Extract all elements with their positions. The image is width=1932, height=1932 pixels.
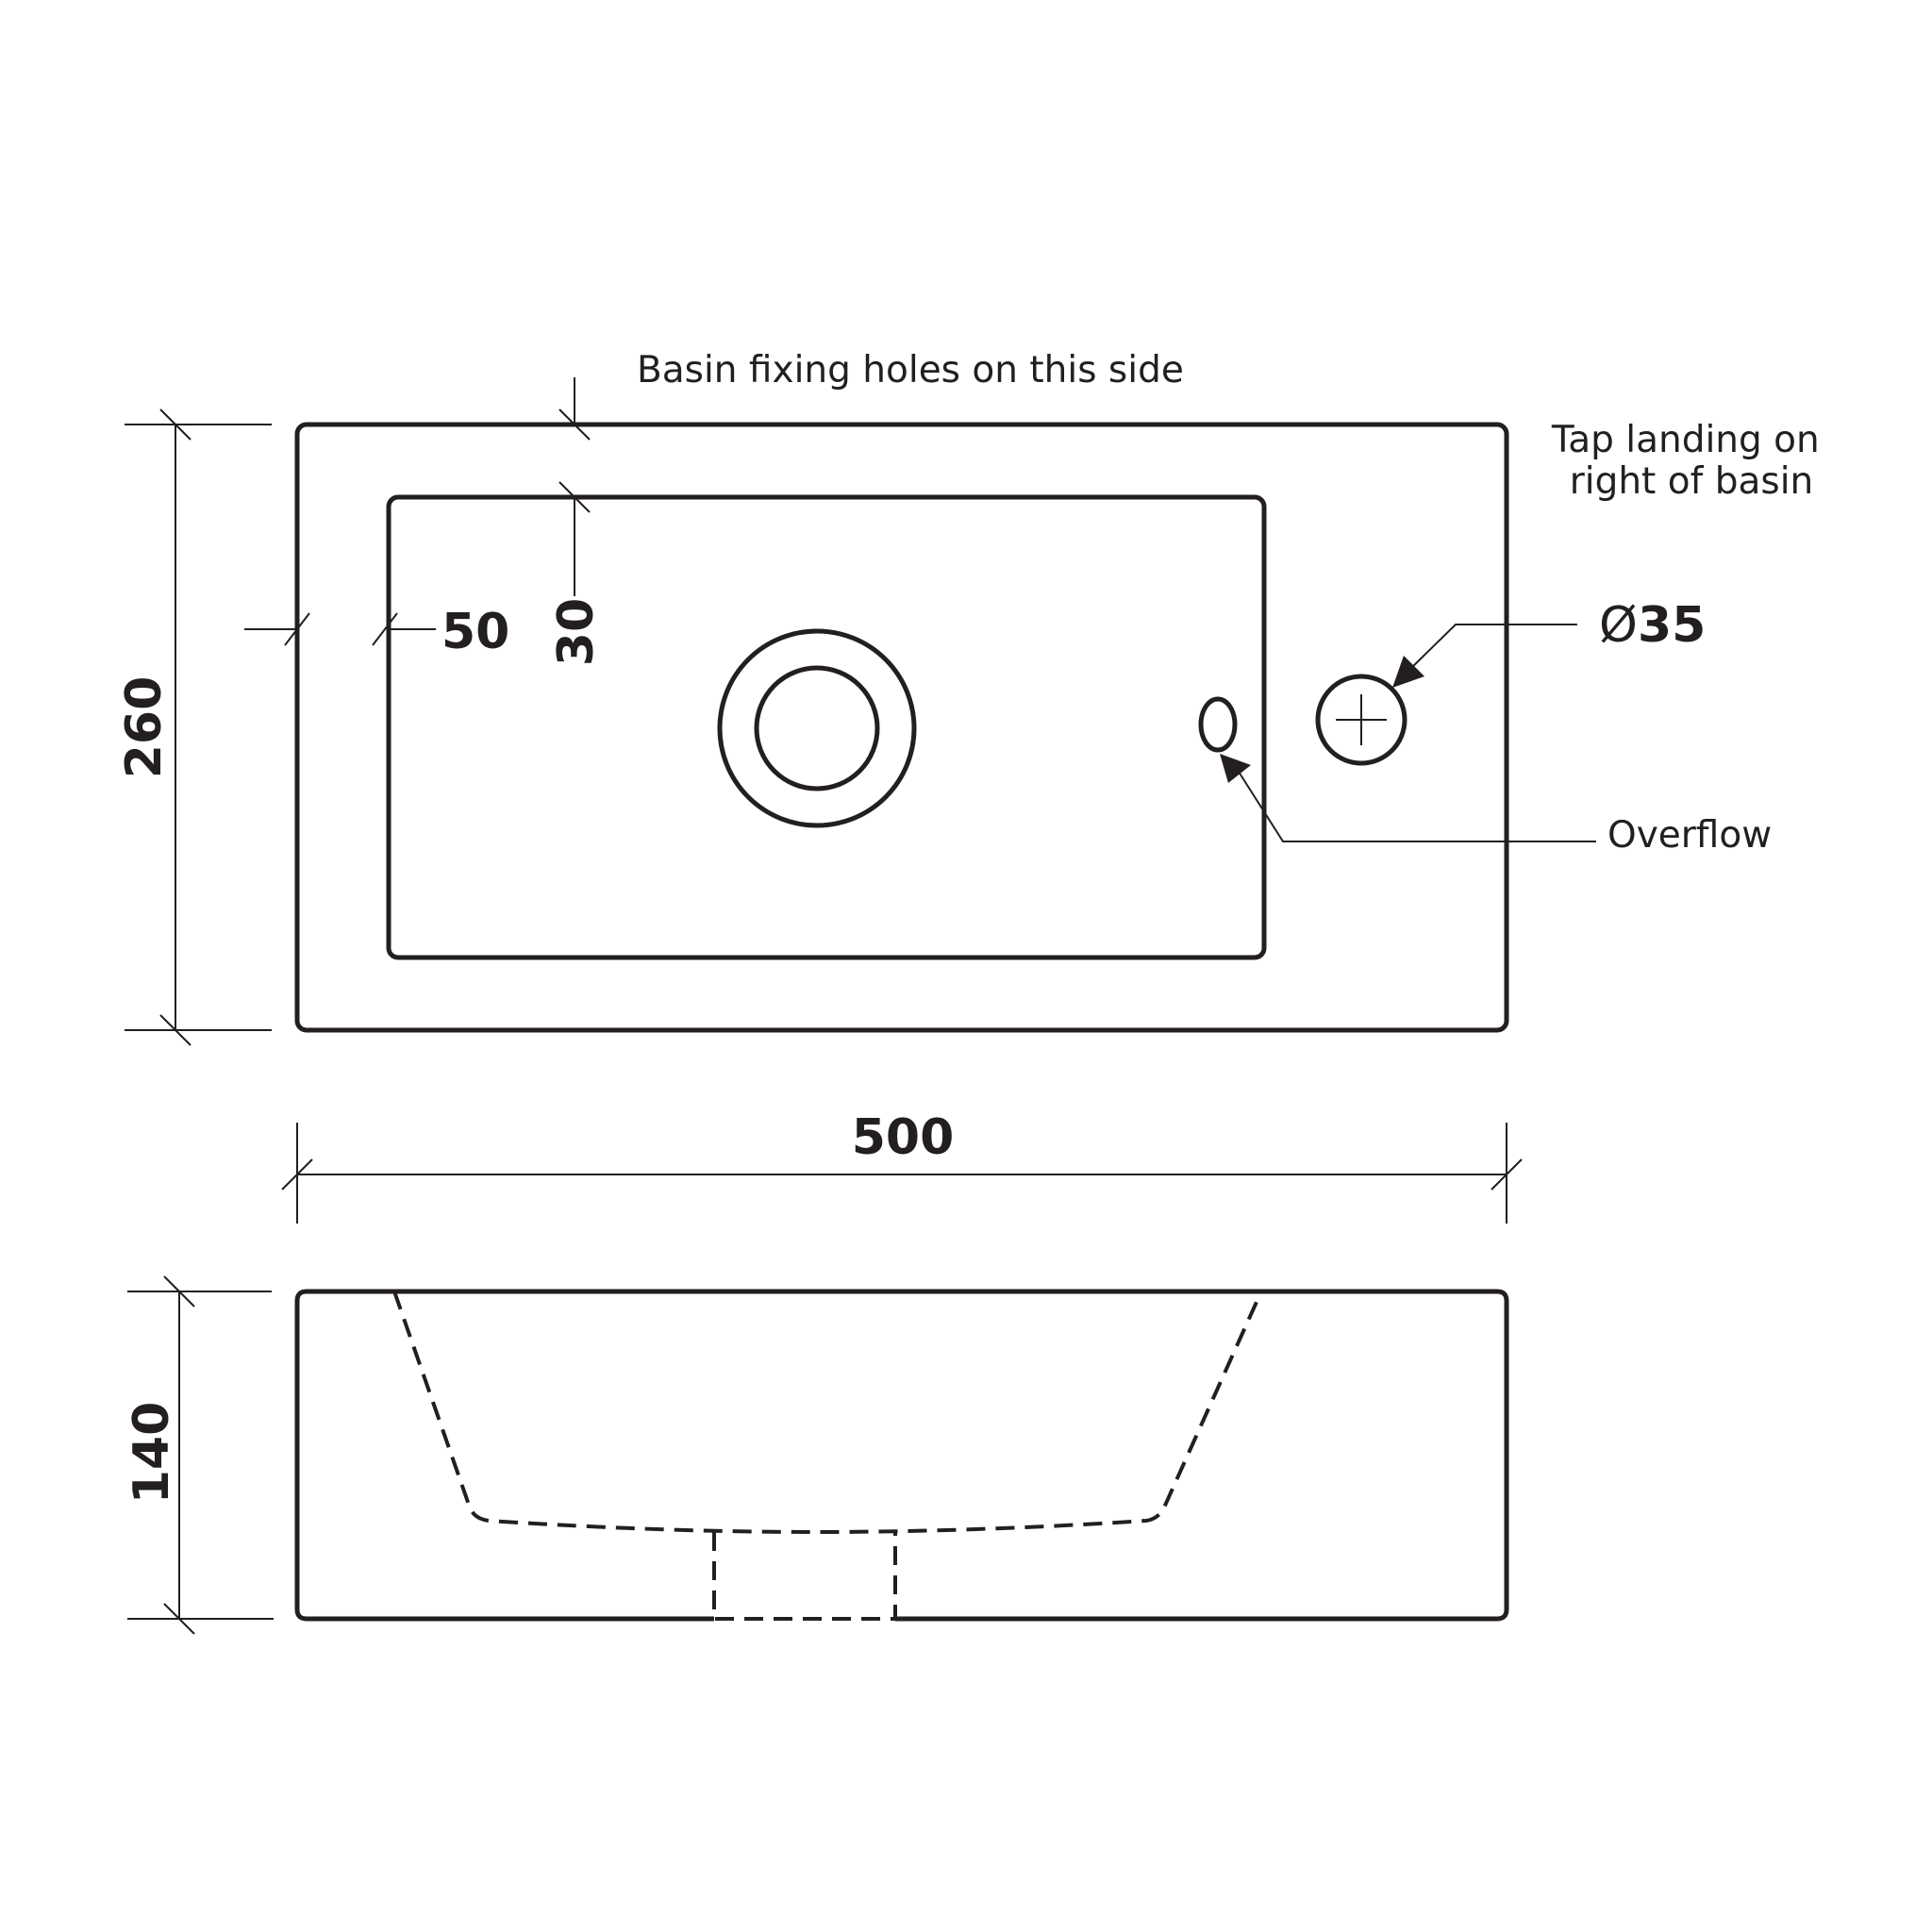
tap-landing-note: Tap landing on right of basin	[1551, 419, 1831, 503]
side-view: 140	[124, 1275, 1509, 1635]
width-dimension	[281, 1123, 1523, 1224]
tap-landing-note-line2: right of basin	[1570, 460, 1814, 503]
depth-dimension-label: 260	[116, 676, 173, 779]
back-margin-dimension	[558, 377, 591, 596]
tap-hole-diameter-label: Ø35	[1599, 597, 1706, 654]
drain-pipe-hidden-line	[712, 1532, 897, 1621]
basin-outer-outline	[294, 422, 1509, 1033]
tap-hole-leader	[1392, 624, 1577, 688]
arrowhead-icon	[1392, 656, 1424, 688]
side-margin-label: 50	[441, 604, 509, 660]
plan-view: Basin fixing holes on this side Tap land…	[116, 349, 1831, 1046]
diameter-value: 35	[1638, 597, 1706, 654]
overflow-note: Overflow	[1607, 814, 1772, 857]
side-view-outline	[294, 1289, 1509, 1622]
back-margin-label: 30	[548, 598, 605, 666]
height-dimension	[127, 1275, 274, 1635]
diameter-symbol: Ø	[1599, 597, 1638, 654]
height-dimension-label: 140	[124, 1402, 180, 1505]
arrowhead-icon	[1220, 754, 1251, 783]
fixing-holes-note: Basin fixing holes on this side	[637, 349, 1184, 391]
width-dimension-label: 500	[852, 1109, 955, 1166]
tap-hole-icon	[1315, 674, 1407, 766]
tap-landing-note-line1: Tap landing on	[1551, 419, 1820, 461]
bowl-profile-hidden-line	[392, 1291, 1263, 1535]
drain-waste-icon	[717, 628, 917, 828]
side-margin-dimension	[244, 612, 436, 646]
overflow-hole-icon	[1198, 696, 1238, 753]
depth-dimension	[125, 408, 272, 1046]
overflow-leader	[1220, 754, 1596, 842]
basin-bowl-outline	[386, 494, 1267, 960]
